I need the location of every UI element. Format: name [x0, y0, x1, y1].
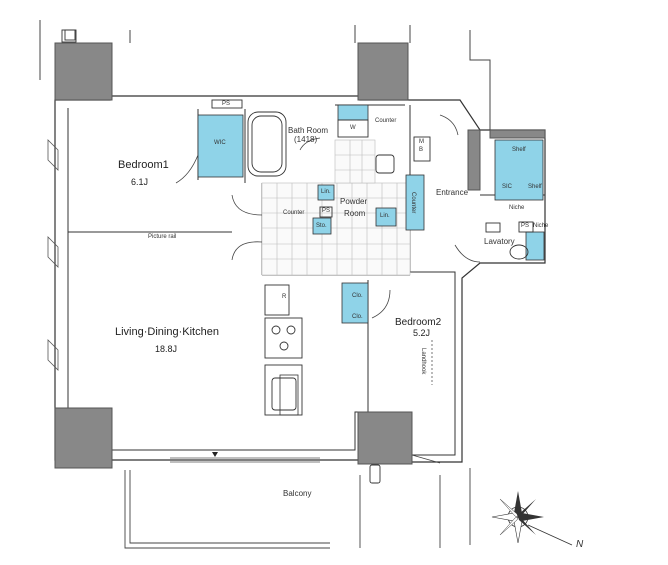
powder-toilet	[375, 154, 395, 174]
wic-door	[175, 154, 199, 184]
compass-icon	[491, 491, 544, 544]
stove	[264, 317, 303, 359]
balcony-drain	[369, 464, 381, 484]
bedroom1-door	[231, 194, 263, 216]
ps-label-3: PS	[521, 223, 530, 229]
wic-area	[197, 114, 244, 178]
washer-box	[337, 119, 369, 138]
lavatory-label: Lavatory	[484, 237, 515, 246]
sic-label: SIC	[502, 184, 513, 190]
lin-shelf-1	[317, 184, 335, 201]
clo-label-1: Clo.	[352, 293, 363, 299]
bathtub	[247, 111, 287, 177]
refrigerator-label: R	[282, 294, 287, 300]
counter-powder-label: Counter	[283, 210, 305, 216]
clo-label-2: Clo.	[352, 314, 363, 320]
entrance-counter-area	[405, 174, 425, 231]
powder-room-label-2: Room	[344, 209, 366, 218]
north-label: N	[576, 539, 584, 550]
counter-entrance-label: Counter	[410, 192, 416, 214]
wic-label: WIC	[214, 140, 226, 146]
threshold-marker	[212, 452, 218, 457]
tile-floor	[261, 139, 411, 276]
ldk-door	[231, 241, 263, 261]
balcony-door	[411, 454, 441, 464]
niche-label-1: Niche	[509, 205, 525, 211]
windows	[47, 139, 320, 463]
doors[interactable]	[175, 114, 481, 464]
shelf-label-2: Shelf	[528, 184, 542, 190]
ps-label-1: PS	[222, 101, 231, 107]
meter-box	[413, 136, 431, 162]
bedroom1-label: Bedroom1	[118, 159, 169, 171]
lin-label-2: Lin.	[380, 213, 390, 219]
sto-shelf	[312, 217, 332, 235]
sic-area	[494, 139, 544, 201]
refrigerator-space	[264, 284, 290, 316]
building-edges	[39, 20, 491, 130]
bath-door	[299, 137, 321, 151]
storage-areas	[197, 104, 545, 416]
bathroom-size: (1418)	[294, 135, 318, 144]
ps-box-3	[518, 221, 534, 233]
fixtures	[61, 29, 534, 484]
counter-bath-label: Counter	[375, 118, 397, 124]
balcony-label: Balcony	[283, 489, 312, 498]
lavatory-niche	[525, 231, 545, 261]
lavatory-shelf	[485, 222, 501, 233]
structural-columns	[54, 42, 546, 469]
washer-label: W	[350, 125, 356, 131]
landhook-label: Landhook	[420, 348, 426, 375]
lavatory-basin	[509, 244, 529, 260]
sto-label: Sto.	[316, 223, 327, 229]
ps-label-2: PS	[322, 208, 331, 214]
bedroom1-size: 6.1J	[131, 177, 149, 187]
shelf-label-1: Shelf	[512, 147, 526, 153]
entrance-door	[439, 114, 459, 136]
lin-shelf-2	[375, 207, 397, 227]
bathroom-label: Bath Room	[288, 126, 329, 135]
top-left-fixture	[61, 29, 77, 43]
closet-area	[341, 282, 369, 324]
lavatory-door	[454, 244, 481, 263]
picture-rail-label: Picture rail	[148, 234, 177, 240]
ldk-size: 18.8J	[155, 344, 178, 354]
washer-area	[337, 104, 369, 121]
north-arrow-line	[527, 524, 573, 546]
bedroom2-label: Bedroom2	[395, 317, 442, 328]
ps-box-1	[211, 99, 243, 109]
meter-box-label: M B	[419, 139, 424, 153]
ldk-label: Living·Dining·Kitchen	[115, 326, 219, 338]
powder-room-label-1: Powder	[340, 197, 368, 206]
counter-sink	[264, 364, 303, 416]
bedroom2-size: 5.2J	[413, 328, 431, 338]
lin-label-1: Lin.	[321, 189, 331, 195]
niche-label-2: Niche	[533, 223, 549, 229]
ps-box-2	[319, 206, 333, 218]
entrance-label: Entrance	[436, 188, 469, 197]
balcony-rail	[124, 468, 471, 549]
bedroom2-door	[371, 289, 391, 319]
